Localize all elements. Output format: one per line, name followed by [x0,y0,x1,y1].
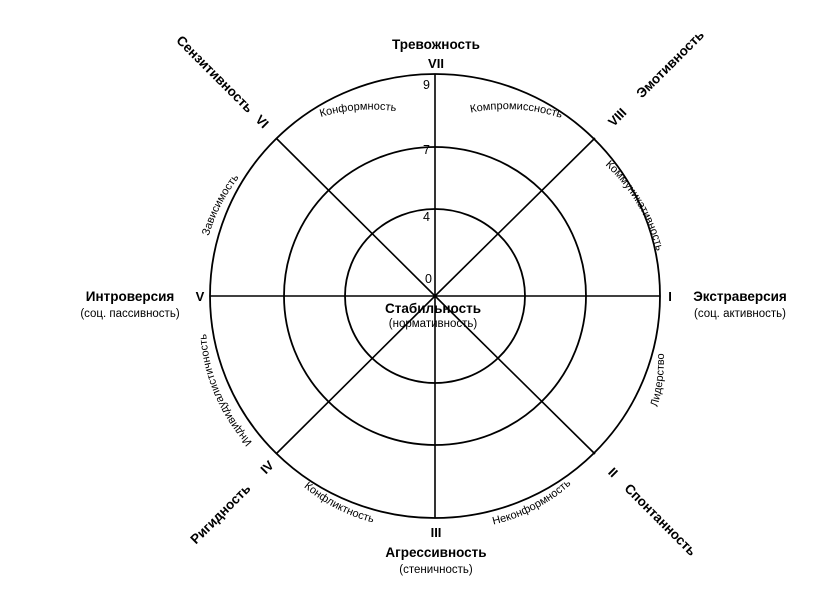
scale-9: 9 [423,78,430,92]
axis-iii-numeral: III [431,525,442,540]
sector-label-compromise: Компромиссность [469,100,564,121]
axis-v-subtitle: (соц. пассивность) [80,308,179,320]
scale-7: 7 [423,143,430,157]
sector-label-conflict: Конфликтность [302,480,376,526]
sector-label-leadership: Лидерство [649,353,668,408]
sector-label-conformity: Конформность [318,101,397,120]
axis-line-viii [434,137,596,297]
axis-vi-title: Сензитивность [173,33,256,116]
axis-iv-numeral: IV [257,457,277,477]
axis-i-subtitle: (соц. активность) [694,308,786,320]
center-title: Стабильность [385,301,481,316]
axis-iv-title: Ригидность [187,481,253,547]
sector-label-communicativeness: Коммуникативность [603,158,665,252]
sector-label-individualism: Индивидуалистичность [197,333,254,448]
center-subtitle: (нормативность) [389,318,478,330]
axis-vii-numeral: VII [428,56,444,71]
axis-iii-subtitle: (стеничность) [399,564,473,576]
scale-4: 4 [423,210,430,224]
axis-v-numeral: V [196,289,205,304]
axis-i-title: Экстраверсия [693,289,787,304]
axis-line-ii [434,295,596,455]
sector-label-nonconformity: Неконформность [491,477,573,527]
axis-viii-numeral: VIII [605,105,629,129]
axis-line-vi [275,137,436,297]
axis-line-iv [275,295,436,455]
axis-ii-title: Спонтанность [621,481,699,559]
axis-i-numeral: I [668,289,672,304]
axis-vi-numeral: VI [253,112,272,131]
axis-lines [210,74,660,518]
axis-vii-title: Тревожность [392,37,480,52]
axis-v-title: Интроверсия [86,289,175,304]
axis-ii-numeral: II [605,464,621,480]
axis-iii-title: Агрессивность [385,545,486,560]
axis-viii-title: Эмотивность [633,27,707,101]
scale-0: 0 [425,272,432,286]
